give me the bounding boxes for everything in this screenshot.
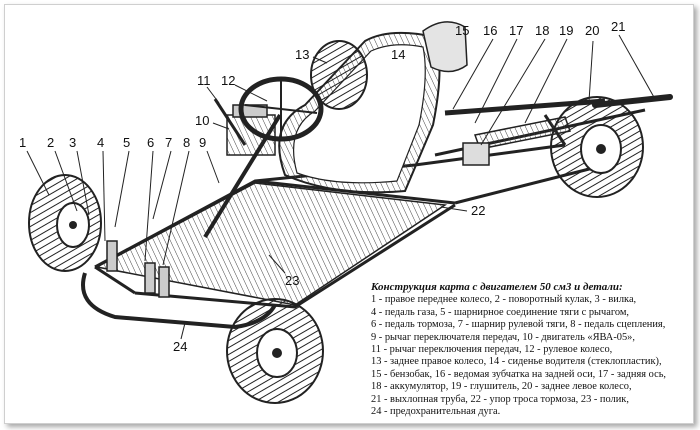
steering-wheel [238,76,324,142]
caption-line: 1 - правое переднее колесо, 2 - поворотн… [371,294,637,306]
callout-22: 22 [471,203,485,218]
callout-9: 9 [199,135,206,150]
callout-18: 18 [535,23,549,38]
callout-19: 19 [559,23,573,38]
figure-frame: 1 2 3 4 5 6 7 8 9 10 11 12 13 14 15 16 1… [4,4,694,424]
gear-lever [213,98,247,146]
callout-24: 24 [173,339,187,354]
front-right-wheel [28,174,102,272]
callout-6: 6 [147,135,154,150]
callout-16: 16 [483,23,497,38]
caption-line: 13 - заднее правое колесо, 14 - сиденье … [371,356,662,368]
callout-3: 3 [69,135,76,150]
callout-17: 17 [509,23,523,38]
callout-21: 21 [611,19,625,34]
caption-line: 4 - педаль газа, 5 - шарнирное соединени… [371,306,630,318]
caption-line: 11 - рычаг переключения передач, 12 - ру… [371,344,613,356]
callout-13: 13 [295,47,309,62]
callout-8: 8 [183,135,190,150]
battery [462,142,490,166]
callout-20: 20 [585,23,599,38]
callout-12: 12 [221,73,235,88]
callout-numbers: 1 2 3 4 5 6 7 8 9 10 11 12 13 14 15 16 1… [19,19,625,354]
pedals [106,240,170,298]
kart-drawing: 1 2 3 4 5 6 7 8 9 10 11 12 13 14 15 16 1… [19,19,673,404]
callout-1: 1 [19,135,26,150]
callout-14: 14 [391,47,405,62]
caption-title: Конструкция карта с двигателем 50 см3 и … [371,281,623,293]
callout-7: 7 [165,135,172,150]
callout-23: 23 [285,273,299,288]
caption-line: 15 - бензобак, 16 - ведомая зубчатка на … [371,368,667,380]
callout-10: 10 [195,113,209,128]
caption-line: 21 - выхлопная труба, 22 - упор троса то… [371,393,629,405]
rear-left-wheel [550,96,644,198]
caption-line: 9 - рычаг переключателя передач, 10 - дв… [371,331,635,343]
caption-line: 18 - аккумулятор, 19 - глушитель, 20 - з… [371,381,632,393]
legend-caption: Конструкция карта с двигателем 50 см3 и … [371,281,689,418]
front-left-wheel [226,298,324,404]
callout-2: 2 [47,135,54,150]
rear-right-wheel [310,40,368,110]
caption-line: 24 - предохранительная дуга. [371,406,501,418]
fuel-tank [422,21,468,73]
callout-5: 5 [123,135,130,150]
callout-15: 15 [455,23,469,38]
leader-lines [26,34,656,340]
caption-line: 6 - педаль тормоза, 7 - шарнир рулевой т… [371,319,666,331]
callout-4: 4 [97,135,104,150]
callout-11: 11 [197,73,211,88]
